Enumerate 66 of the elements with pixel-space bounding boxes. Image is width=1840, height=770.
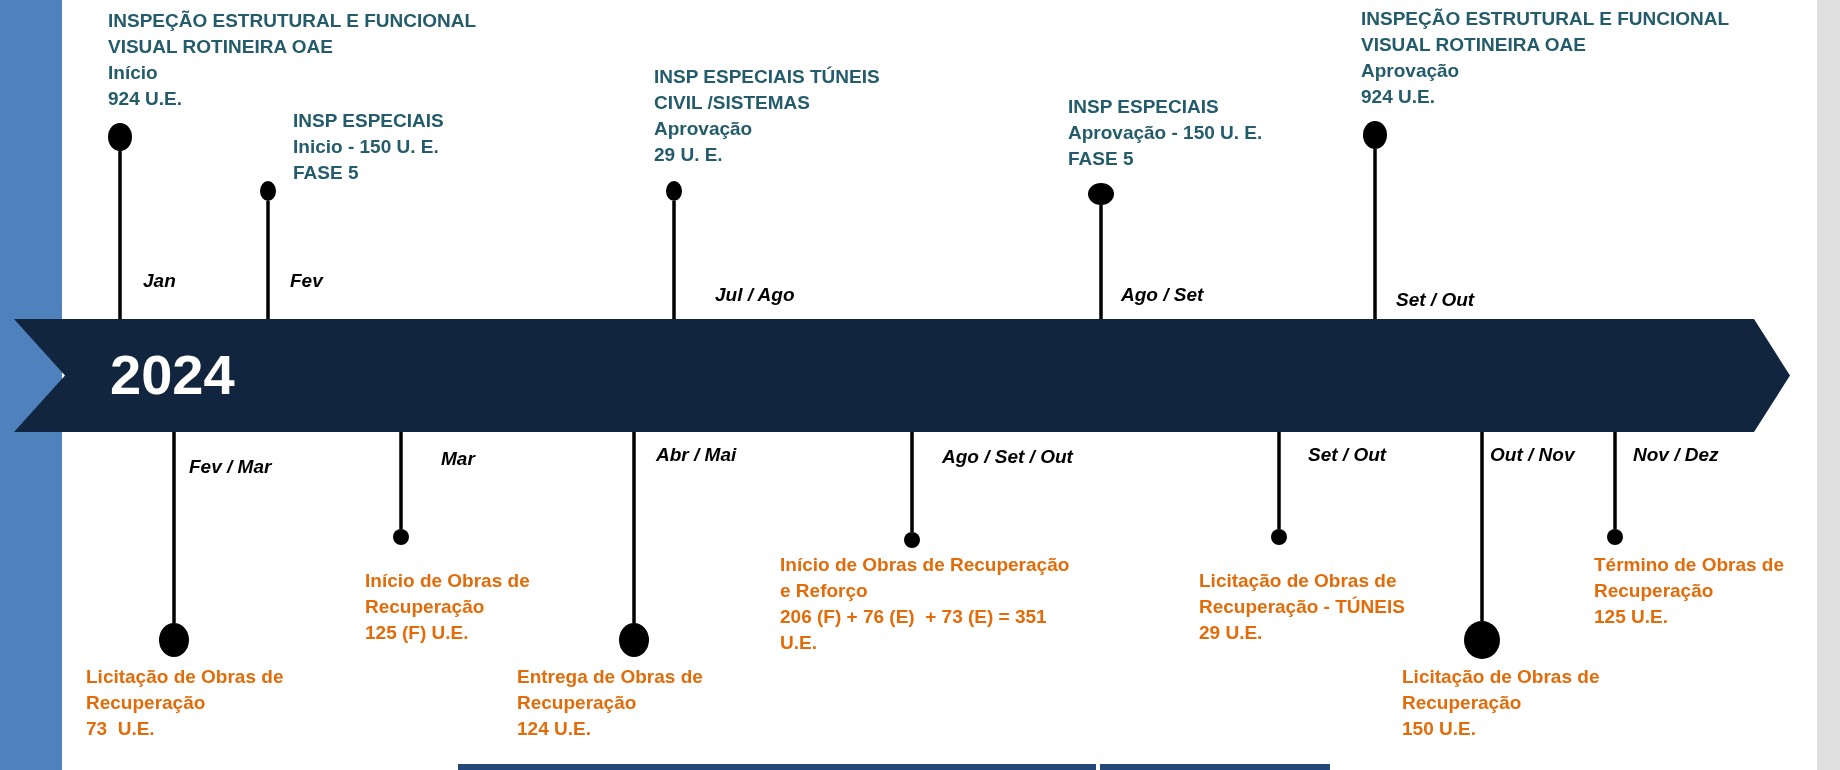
event-text: 924 U.E.: [1361, 85, 1435, 109]
pin-line: [672, 201, 676, 319]
event-text: 29 U.E.: [1199, 621, 1263, 645]
month-label: Out / Nov: [1490, 444, 1575, 466]
event-text: Término de Obras de Recuperação: [1594, 553, 1786, 603]
timeline-dot: [260, 181, 276, 201]
pin-line: [1277, 432, 1281, 529]
event-text: Início de Obras de Recuperação e Reforço: [780, 553, 1071, 603]
event-text: 125 U.E.: [1594, 605, 1668, 629]
pin-line: [399, 432, 403, 529]
event-text: Aprovação: [654, 117, 753, 141]
event-text: Início: [108, 61, 158, 85]
event-text: INSPEÇÃO ESTRUTURAL E FUNCIONAL VISUAL ROTINEIRA OAE: [1361, 7, 1730, 57]
year-label: 2024: [110, 343, 235, 407]
event-text: 73 U.E.: [86, 717, 155, 741]
timeline-dot: [1088, 183, 1114, 205]
event-text: 924 U.E.: [108, 87, 182, 111]
timeline-dot: [904, 532, 920, 548]
event-text: Início de Obras de Recuperação: [365, 569, 531, 619]
pin-line: [266, 201, 270, 319]
timeline-dot: [159, 623, 189, 657]
month-label: Mar: [441, 448, 475, 470]
event-text: INSP ESPECIAIS: [1068, 95, 1219, 119]
event-text: Entrega de Obras de Recuperação: [517, 665, 704, 715]
month-label: Set / Out: [1308, 444, 1387, 466]
pin-line: [1099, 205, 1103, 319]
month-label: Ago / Set / Out: [942, 446, 1073, 468]
event-text: INSPEÇÃO ESTRUTURAL E FUNCIONAL VISUAL ROTINEIRA OAE: [108, 9, 477, 59]
timeline-dot: [1607, 529, 1623, 545]
event-text: Aprovação: [1361, 59, 1460, 83]
event-text: INSP ESPECIAIS: [293, 109, 444, 133]
month-label: Jan: [143, 270, 176, 292]
pin-line: [172, 432, 176, 623]
event-text: Aprovação - 150 U. E.: [1068, 121, 1263, 145]
pin-line: [118, 151, 122, 319]
month-label: Fev / Mar: [189, 456, 272, 478]
pin-line: [1613, 432, 1617, 529]
month-label: Jul / Ago: [715, 284, 795, 306]
month-label: Abr / Mai: [656, 444, 737, 466]
timeline-dot: [393, 529, 409, 545]
event-text: 150 U.E.: [1402, 717, 1476, 741]
event-text: Inicio - 150 U. E.: [293, 135, 439, 159]
pin-line: [1480, 432, 1484, 621]
pin-line: [1373, 149, 1377, 319]
timeline-dot: [666, 181, 682, 201]
timeline-dot: [1464, 621, 1500, 659]
pin-line: [632, 432, 636, 623]
month-label: Set / Out: [1396, 289, 1475, 311]
event-text: 125 (F) U.E.: [365, 621, 469, 645]
event-text: Licitação de Obras de Recuperação - TÚNEIS: [1199, 569, 1406, 619]
event-text: FASE 5: [1068, 147, 1134, 171]
event-text: FASE 5: [293, 161, 359, 185]
event-text: Licitação de Obras de Recuperação: [1402, 665, 1601, 715]
month-label: Ago / Set: [1121, 284, 1204, 306]
event-text: Licitação de Obras de Recuperação: [86, 665, 285, 715]
event-text: 206 (F) + 76 (E) + 73 (E) = 351 U.E.: [780, 605, 1048, 655]
event-text: 124 U.E.: [517, 717, 591, 741]
month-label: Fev: [290, 270, 323, 292]
event-text: 29 U. E.: [654, 143, 723, 167]
timeline-dot: [619, 623, 649, 657]
pin-line: [910, 432, 914, 532]
timeline-dot: [1271, 529, 1287, 545]
event-text: INSP ESPECIAIS TÚNEIS CIVIL /SISTEMAS: [654, 65, 881, 115]
timeline-dot: [108, 123, 132, 151]
month-label: Nov / Dez: [1633, 444, 1719, 466]
timeline-dot: [1363, 121, 1387, 149]
